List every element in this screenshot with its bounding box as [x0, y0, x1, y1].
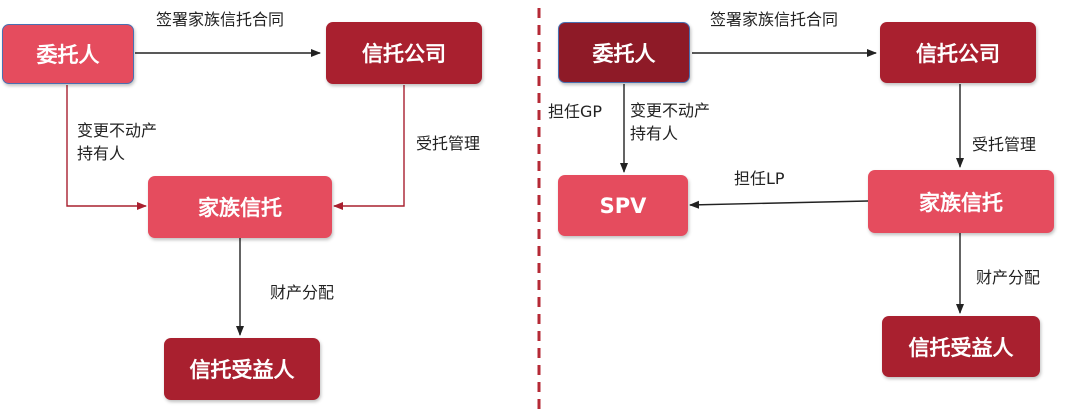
right-label-sign: 签署家族信托合同: [710, 10, 839, 29]
left-trust-company-box: 信托公司: [326, 22, 482, 84]
arrow-left-manage: [333, 85, 405, 210]
right-label-change-owner-2: 持有人: [630, 124, 679, 143]
right-label-lp: 担任LP: [734, 169, 785, 188]
arrow-right-lp: [689, 200, 869, 209]
left-label-change-owner-1: 变更不动产: [77, 121, 158, 140]
right-label-change-owner-1: 变更不动产: [630, 101, 711, 120]
left-label-manage: 受托管理: [416, 134, 481, 153]
right-settlor-box: 委托人: [558, 22, 690, 83]
right-trust-company-box: 信托公司: [880, 22, 1036, 83]
right-label-distribute: 财产分配: [976, 268, 1041, 287]
right-label-gp: 担任GP: [548, 102, 603, 121]
left-settlor-box: 委托人: [2, 24, 134, 84]
left-label-distribute: 财产分配: [270, 283, 335, 302]
left-label-sign: 签署家族信托合同: [156, 10, 285, 29]
left-beneficiary-box: 信托受益人: [164, 338, 320, 400]
left-label-change-owner-2: 持有人: [77, 144, 126, 163]
arrow-left-change-owner: [66, 85, 147, 210]
right-beneficiary-box: 信托受益人: [882, 316, 1040, 377]
right-family-trust-box: 家族信托: [868, 170, 1054, 233]
right-label-manage: 受托管理: [972, 135, 1037, 154]
right-spv-box: SPV: [558, 175, 688, 236]
left-family-trust-box: 家族信托: [148, 176, 332, 238]
